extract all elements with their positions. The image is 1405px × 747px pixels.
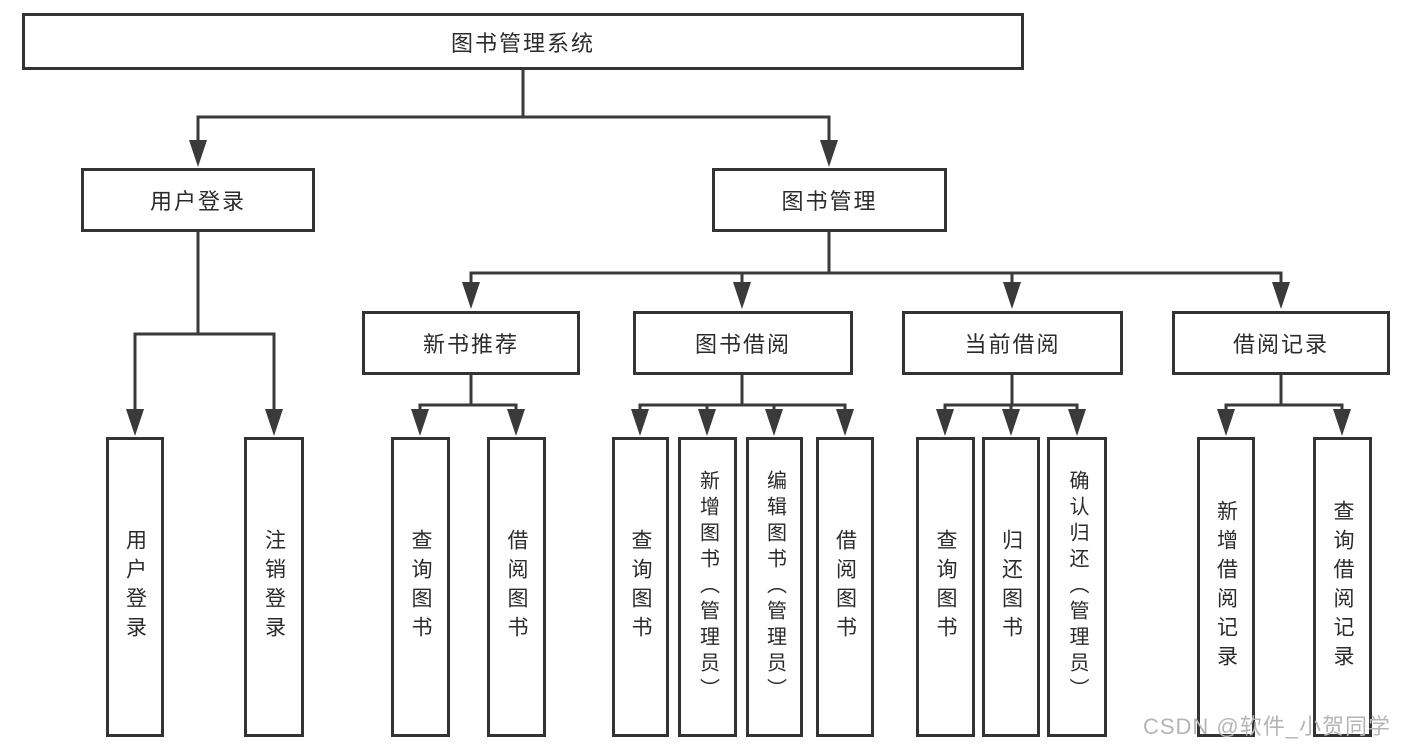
node-new-book-recommend: 新书推荐 [362, 311, 580, 375]
leaf-user-login: 用户登录 [106, 437, 164, 737]
leaf-borrow-books: 借阅图书 [816, 437, 874, 737]
leaf-logout: 注销登录 [244, 437, 304, 737]
leaf-edit-books-admin: 编辑图书（管理员） [746, 437, 803, 737]
leaf-query-books-recommend: 查询图书 [391, 437, 450, 737]
node-book-management: 图书管理 [712, 168, 947, 232]
leaf-query-books-borrow: 查询图书 [612, 437, 669, 737]
csdn-watermark: CSDN @软件_小贺同学 [1142, 714, 1391, 739]
leaf-query-borrow-record: 查询借阅记录 [1313, 437, 1372, 737]
node-book-borrow: 图书借阅 [633, 311, 853, 375]
node-borrow-records: 借阅记录 [1172, 311, 1390, 375]
leaf-query-books-current: 查询图书 [916, 437, 975, 737]
leaf-add-books-admin: 新增图书（管理员） [678, 437, 737, 737]
node-root-library-system: 图书管理系统 [22, 13, 1024, 70]
leaf-confirm-return-admin: 确认归还（管理员） [1047, 437, 1107, 737]
node-current-borrow: 当前借阅 [902, 311, 1123, 375]
node-user-login: 用户登录 [81, 168, 315, 232]
leaf-return-books: 归还图书 [982, 437, 1040, 737]
leaf-add-borrow-record: 新增借阅记录 [1197, 437, 1255, 737]
leaf-borrow-books-recommend: 借阅图书 [487, 437, 546, 737]
